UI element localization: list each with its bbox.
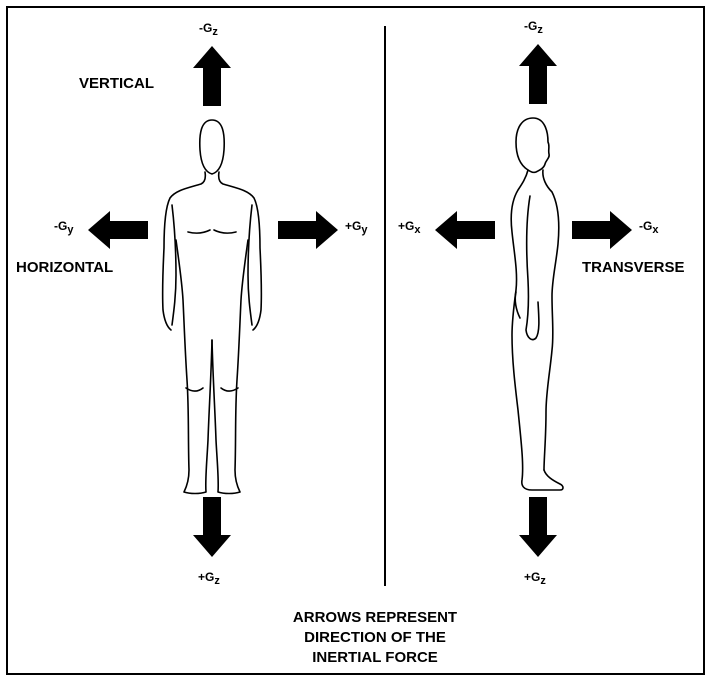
arrow-down-left xyxy=(193,497,231,557)
side-figure xyxy=(511,118,563,490)
arrow-right-left xyxy=(278,211,338,249)
force-label-right-right: -Gx xyxy=(639,219,658,236)
force-label-right-down: +Gz xyxy=(524,570,546,587)
caption-line-1: ARROWS REPRESENT xyxy=(250,608,500,628)
force-label-left-down: +Gz xyxy=(198,570,220,587)
arrow-up-right xyxy=(519,44,557,104)
arrow-left-right xyxy=(435,211,495,249)
arrow-down-right xyxy=(519,497,557,557)
force-label-left-left: -Gy xyxy=(54,219,73,236)
arrow-left-left xyxy=(88,211,148,249)
vertical-label: VERTICAL xyxy=(79,75,154,92)
caption-line-3: INERTIAL FORCE xyxy=(250,648,500,668)
force-label-left-up: -Gz xyxy=(199,21,218,38)
caption-line-2: DIRECTION OF THE xyxy=(250,628,500,648)
transverse-label: TRANSVERSE xyxy=(582,259,685,276)
arrow-up-left xyxy=(193,46,231,106)
caption: ARROWS REPRESENT DIRECTION OF THE INERTI… xyxy=(250,608,500,668)
force-label-right-left: +Gx xyxy=(398,219,420,236)
arrow-right-right xyxy=(572,211,632,249)
horizontal-label: HORIZONTAL xyxy=(16,259,113,276)
force-label-right-up: -Gz xyxy=(524,19,543,36)
front-figure xyxy=(163,120,262,494)
force-label-left-right: +Gy xyxy=(345,219,367,236)
